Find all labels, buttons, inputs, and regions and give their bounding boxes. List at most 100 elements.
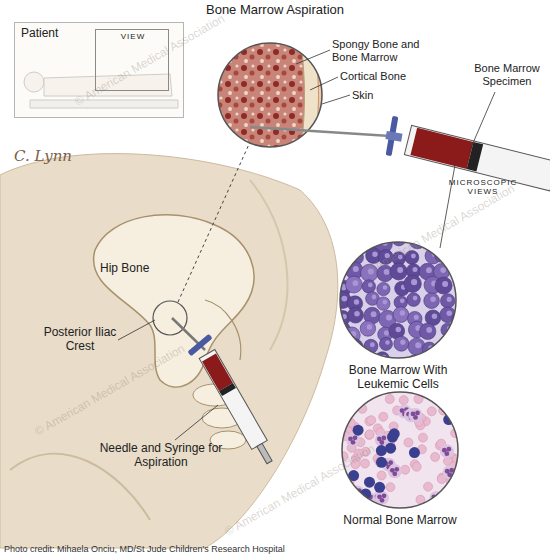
leukemic-cell xyxy=(394,336,409,351)
nucleolus xyxy=(372,295,377,300)
red-cell xyxy=(444,489,453,498)
nucleus-lobe xyxy=(394,467,399,472)
nucleolus xyxy=(426,267,432,273)
nucleus-lobe xyxy=(355,493,360,498)
nucleolus xyxy=(411,279,417,285)
leukemic-cell xyxy=(434,247,450,263)
nucleolus xyxy=(458,330,463,335)
nucleus-lobe xyxy=(348,404,353,409)
target-circle xyxy=(153,301,187,335)
nucleus-lobe xyxy=(444,451,449,456)
nucleolus xyxy=(414,315,419,320)
nucleolus xyxy=(460,355,466,361)
red-cell xyxy=(404,438,413,447)
leukemic-cell xyxy=(455,240,466,254)
slide-background xyxy=(330,240,466,400)
red-cell xyxy=(401,465,410,474)
nucleus-lobe xyxy=(353,435,358,440)
cell-field xyxy=(330,240,466,400)
leukemic-cell xyxy=(407,293,421,307)
nucleolus xyxy=(341,296,347,302)
leukemic-cell xyxy=(345,338,363,356)
nucleolus xyxy=(430,296,435,301)
specimen xyxy=(202,353,233,390)
lymphocyte xyxy=(374,482,385,493)
red-cell xyxy=(365,430,374,439)
leader-line xyxy=(322,95,350,104)
granulocyte xyxy=(408,408,422,422)
nucleolus xyxy=(432,314,437,319)
nucleolus xyxy=(413,296,418,301)
leader-line xyxy=(175,405,218,440)
needle-handle xyxy=(383,115,406,157)
part-label: Bone Marrow Specimen xyxy=(465,62,549,87)
micro-view: Bone Marrow With Leukemic Cells xyxy=(330,240,466,400)
part-label: Spongy Bone and Bone Marrow xyxy=(332,38,442,63)
red-cell xyxy=(365,430,374,439)
nucleus-lobe xyxy=(446,447,451,452)
lymphocyte xyxy=(389,428,400,439)
leukemic-cell xyxy=(436,240,454,249)
leukemic-cell xyxy=(330,343,344,357)
leukemic-cell xyxy=(452,327,466,342)
granulocyte xyxy=(388,464,402,478)
leukemic-cell xyxy=(360,321,375,336)
nucleus-lobe xyxy=(413,415,418,420)
leukemic-cell xyxy=(343,240,360,247)
nucleolus xyxy=(352,280,358,286)
nucleolus xyxy=(458,315,463,320)
leukemic-cell xyxy=(435,277,452,294)
view-caption: Normal Bone Marrow xyxy=(332,514,468,528)
nucleolus xyxy=(444,240,450,241)
needle xyxy=(250,127,390,136)
leukemic-cell xyxy=(440,294,454,308)
leukemic-cell xyxy=(362,280,375,293)
red-cell xyxy=(367,416,376,425)
handle-hub xyxy=(385,131,402,142)
leukemic-cell xyxy=(450,249,464,263)
leukemic-cell xyxy=(377,297,390,310)
part-label: Needle and Syringe for Aspiration xyxy=(96,442,226,470)
red-cell xyxy=(418,433,427,442)
lymphocyte xyxy=(376,445,387,456)
leukemic-cell xyxy=(333,356,346,369)
nucleolus xyxy=(339,359,344,364)
part-label: Cortical Bone xyxy=(340,70,430,83)
artist-signature: C. Lynn xyxy=(14,148,94,165)
nucleolus xyxy=(440,267,446,273)
leukemic-cell xyxy=(379,337,392,350)
nucleolus xyxy=(384,330,389,335)
nucleolus xyxy=(383,285,388,290)
inset-box: PatientVIEW xyxy=(14,22,184,118)
leukemic-cell xyxy=(453,351,466,369)
syringe-barrel xyxy=(199,350,267,450)
red-cell xyxy=(431,452,440,461)
nucleus-lobe xyxy=(351,440,356,445)
red-cell xyxy=(424,482,433,491)
box-label: VIEW xyxy=(96,32,170,41)
nucleus-lobe xyxy=(380,498,385,503)
nucleolus xyxy=(412,267,417,272)
nucleolus xyxy=(386,315,392,321)
red-cell xyxy=(385,395,394,404)
nucleus-lobe xyxy=(346,409,351,414)
nucleus-lobe xyxy=(352,489,357,494)
nucleolus xyxy=(336,240,342,246)
red-cell xyxy=(412,462,421,471)
body-contour xyxy=(10,454,150,520)
red-cell xyxy=(439,500,448,509)
nucleolus xyxy=(371,311,377,317)
nucleolus xyxy=(400,310,405,315)
magnified-view xyxy=(210,35,340,160)
plunger-rod xyxy=(257,443,272,463)
nucleolus xyxy=(336,346,341,351)
lymphocyte xyxy=(409,447,420,458)
leukemic-cell xyxy=(330,240,346,253)
nucleolus xyxy=(353,266,359,272)
nucleus-lobe xyxy=(350,399,355,404)
leader-line xyxy=(310,77,338,90)
nucleolus xyxy=(370,342,375,347)
red-cell xyxy=(344,484,353,493)
nucleus-lobe xyxy=(381,436,386,441)
